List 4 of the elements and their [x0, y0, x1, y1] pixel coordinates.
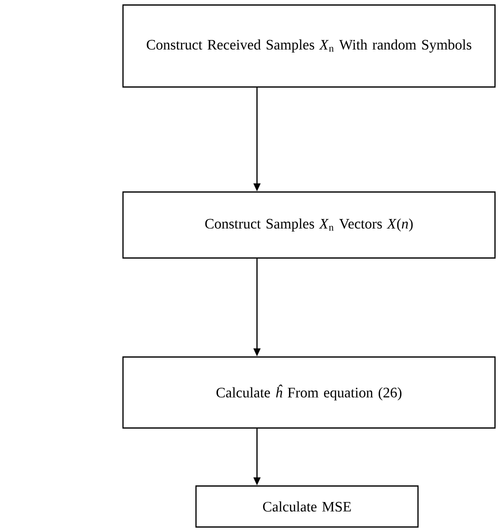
- process-box: Construct Samples X$_{n}$ Vectors X(n): [122, 191, 496, 259]
- process-box: Calculate ĥ From equation (26): [122, 356, 496, 429]
- process-box: Calculate MSE: [195, 485, 419, 528]
- process-box: Construct Received Samples X$_{n}$ With random Symbols: [122, 4, 496, 88]
